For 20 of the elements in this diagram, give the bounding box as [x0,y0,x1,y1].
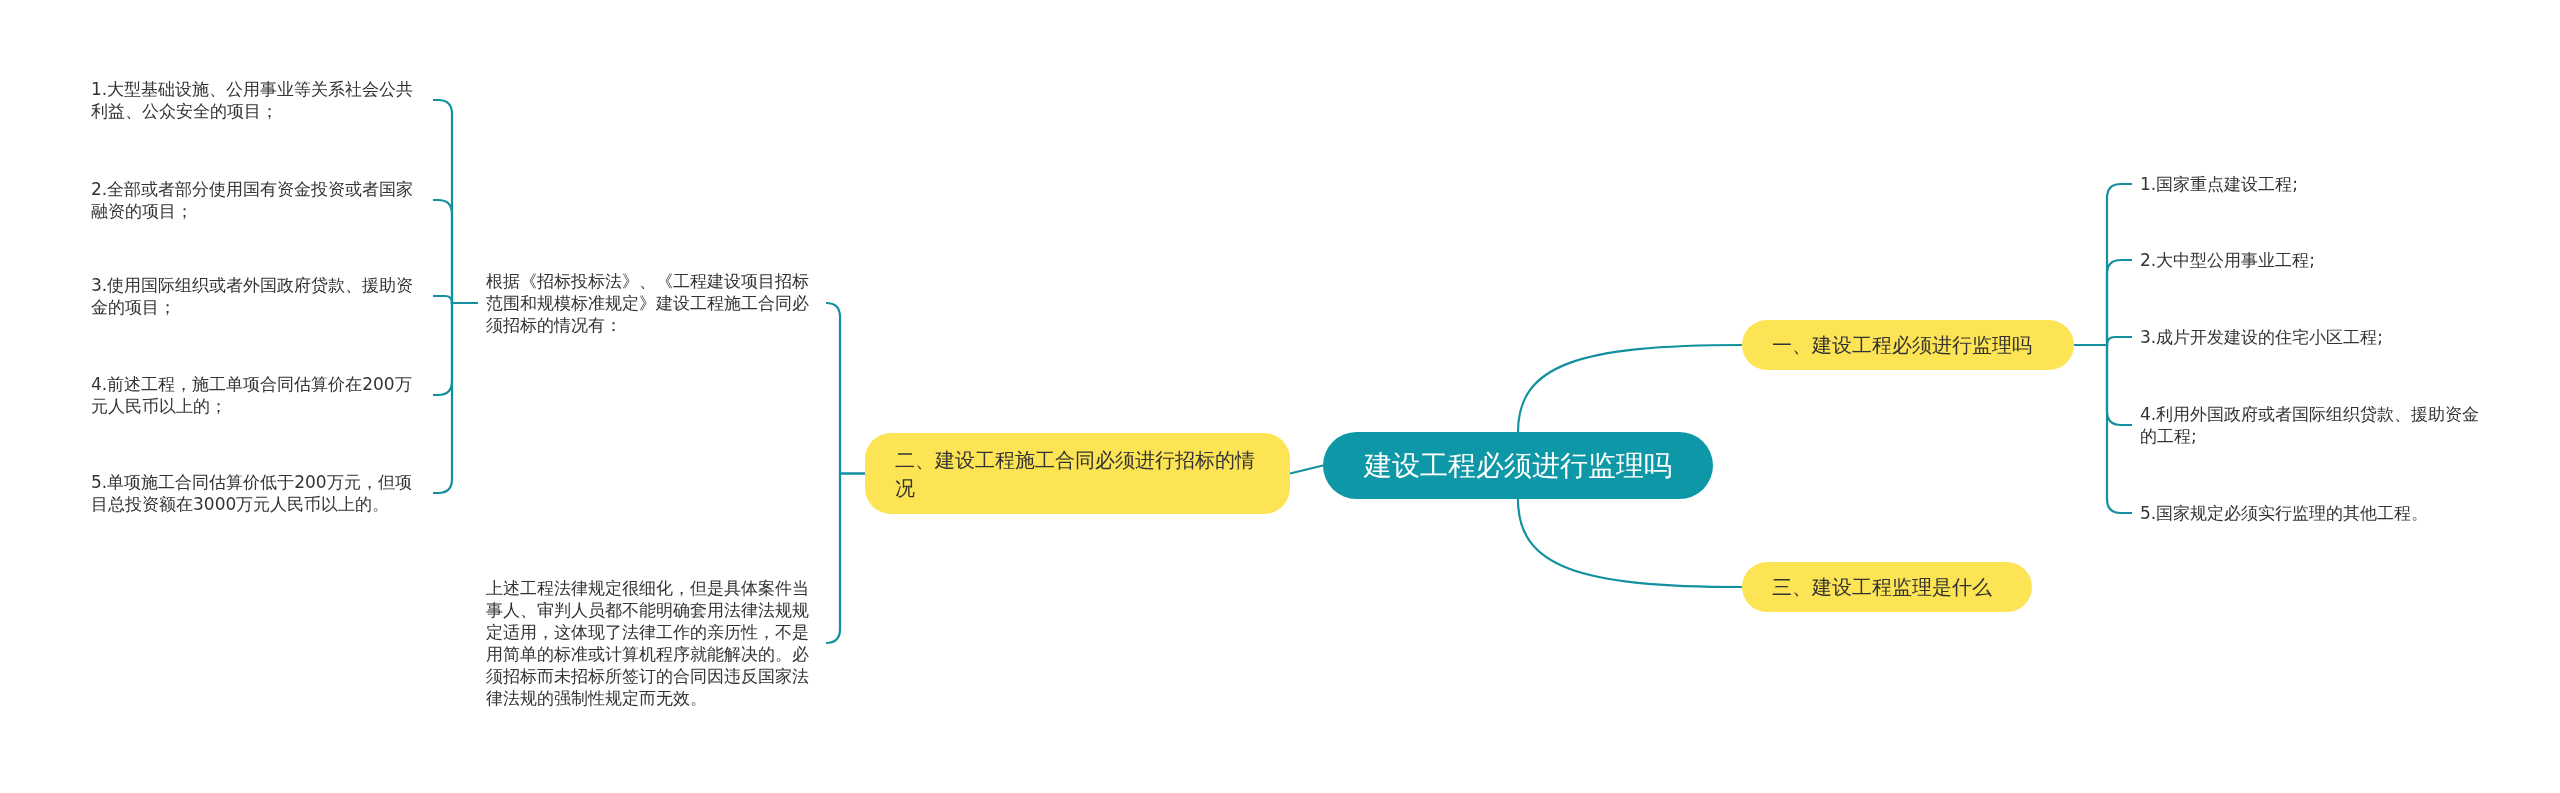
note-text: 1.国家重点建设工程; [2132,173,2492,195]
topic-pill: 三、建设工程监理是什么 [1742,562,2032,612]
topic-pill: 一、建设工程必须进行监理吗 [1742,320,2074,370]
note-text: 根据《招标投标法》、《工程建设项目招标范围和规模标准规定》建设工程施工合同必须招标的情况有： [478,270,828,336]
connector-line [1516,498,1742,589]
note-text: 5.国家规定必须实行监理的其他工程。 [2132,502,2492,524]
note-text: 2.全部或者部分使用国有资金投资或者国家融资的项目； [83,178,433,222]
connector-line [824,472,865,645]
note-text: 5.单项施工合同估算价低于200万元，但项目总投资额在3000万元人民币以上的。 [83,471,433,515]
note-text: 上述工程法律规定很细化，但是具体案件当事人、审判人员都不能明确套用法律法规规定适用，这体现了法律工作的亲历性，不是用简单的标准或计算机程序就能解决的。必须招标而未招标所签订的合同因违反国家法律法规的强制性规定而无效。 [478,577,828,709]
note-text: 1.大型基础设施、公用事业等关系社会公共利益、公众安全的项目； [83,78,433,122]
topic-pill: 二、建设工程施工合同必须进行招标的情况 [865,433,1290,514]
note-text: 2.大中型公用事业工程; [2132,249,2492,271]
connector-line [1516,343,1742,433]
connector-line [1289,464,1324,475]
note-text: 4.前述工程，施工单项合同估算价在200万元人民币以上的； [83,373,433,417]
central-topic: 建设工程必须进行监理吗 [1323,432,1713,499]
note-text: 3.使用国际组织或者外国政府贷款、援助资金的项目； [83,274,433,318]
note-text: 4.利用外国政府或者国际组织贷款、援助资金的工程; [2132,403,2492,447]
note-text: 3.成片开发建设的住宅小区工程; [2132,326,2492,348]
